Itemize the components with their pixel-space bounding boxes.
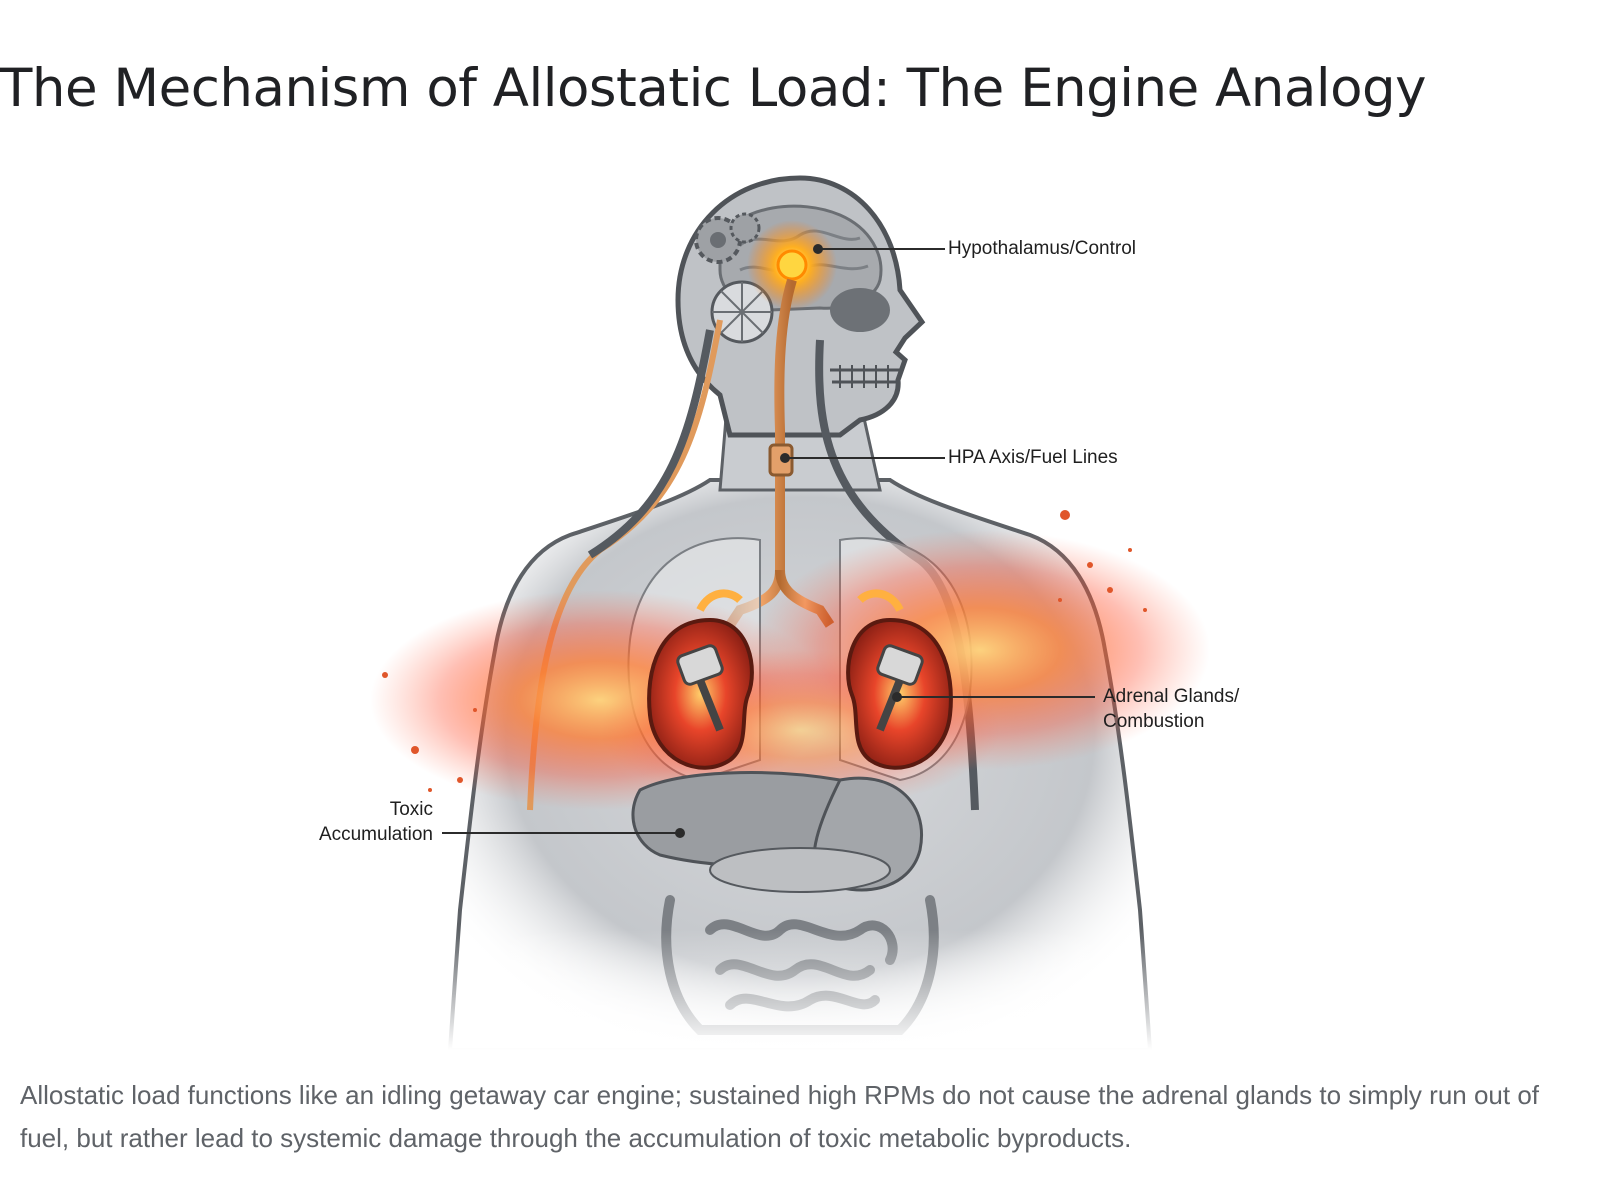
skull (830, 288, 900, 388)
pancreas (709, 847, 891, 893)
label-toxic-line2: Accumulation (318, 824, 433, 845)
page-title: The Mechanism of Allostatic Load: The En… (0, 58, 1427, 119)
gear-icon (694, 212, 761, 264)
label-adrenal-line2: Combustion (1103, 711, 1205, 732)
engine-analogy-illustration: Hypothalamus/Control HPA Axis/Fuel Lines… (300, 170, 1300, 1050)
figure-caption: Allostatic load functions like an idling… (20, 1080, 1540, 1153)
label-adrenal-line1: Adrenal Glands/ (1103, 686, 1240, 707)
label-hypothalamus: Hypothalamus/Control (948, 236, 1136, 261)
leader-lines (442, 244, 1095, 838)
label-adrenal-glands: Adrenal Glands/ Combustion (1103, 684, 1239, 734)
turbine-icon (710, 280, 774, 344)
label-hpa-axis: HPA Axis/Fuel Lines (948, 445, 1118, 470)
hpa-fuel-line (725, 278, 797, 628)
anatomy-illustration (300, 175, 1300, 1050)
label-hpa-axis-text: HPA Axis/Fuel Lines (948, 447, 1118, 468)
label-toxic-line1: Toxic (389, 799, 433, 820)
sparks (382, 510, 1147, 792)
label-hypothalamus-text: Hypothalamus/Control (948, 238, 1136, 259)
label-toxic-accumulation: Toxic Accumulation (300, 797, 433, 847)
adrenal-engine-left (647, 589, 754, 770)
